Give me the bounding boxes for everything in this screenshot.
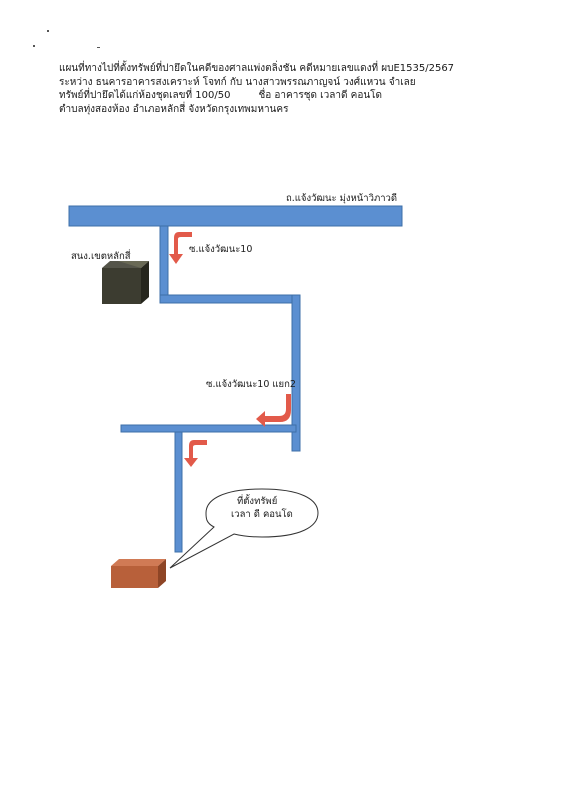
soi-road-down	[291, 294, 301, 452]
header-property-unit: ทรัพย์ที่ปายึดได้แก่ห้องชุดเลขที่ 100/50	[59, 90, 231, 101]
soi-road-horizontal	[159, 294, 301, 304]
header-line-3: ทรัพย์ที่ปายึดได้แก่ห้องชุดเลขที่ 100/50…	[59, 89, 454, 103]
property-callout-bubble	[169, 488, 319, 569]
header-line-2: ระหว่าง ธนคารอาคารสงเคราะห์ โจทก์ กับ นา…	[59, 76, 416, 88]
header-line-1: แผนที่ทางไปที่ตั้งทรัพย์ที่ปายึดในคดีของ…	[59, 63, 455, 74]
property-callout-line-1: ที่ตั้งทรัพย์	[237, 496, 278, 507]
branch-road	[120, 424, 297, 433]
arrow-turn-into-branch-icon	[256, 394, 291, 427]
header-building-name: ชื่อ อาคารชุด เวลาดี คอนโด	[258, 90, 383, 101]
soi-road-vertical	[159, 225, 169, 303]
main-road-label: ถ.แจ้งวัฒนะ มุ่งหน้าวิภาวดี	[286, 193, 398, 204]
main-road	[68, 205, 403, 227]
district-office-landmark	[102, 261, 149, 304]
arrow-turn-down-branch-icon	[184, 440, 207, 467]
branch-road-down	[174, 431, 183, 553]
arrow-turn-into-soi-icon	[169, 232, 192, 264]
property-callout-line-2: เวลา ดี คอนโด	[231, 509, 293, 520]
property-building	[111, 559, 166, 588]
map-header: แผนที่ทางไปที่ตั้งทรัพย์ที่ปายึดในคดีของ…	[59, 62, 454, 116]
header-line-4: ตำบลทุ่งสองห้อง อำเภอหลักสี่ จังหวัดกรุง…	[59, 103, 289, 115]
branch-road-label: ซ.แจ้งวัฒนะ10 แยก2	[206, 379, 296, 390]
soi-road-label: ซ.แจ้งวัฒนะ10	[189, 244, 253, 255]
landmark-label: สนง.เขตหลักสี่	[71, 251, 131, 262]
